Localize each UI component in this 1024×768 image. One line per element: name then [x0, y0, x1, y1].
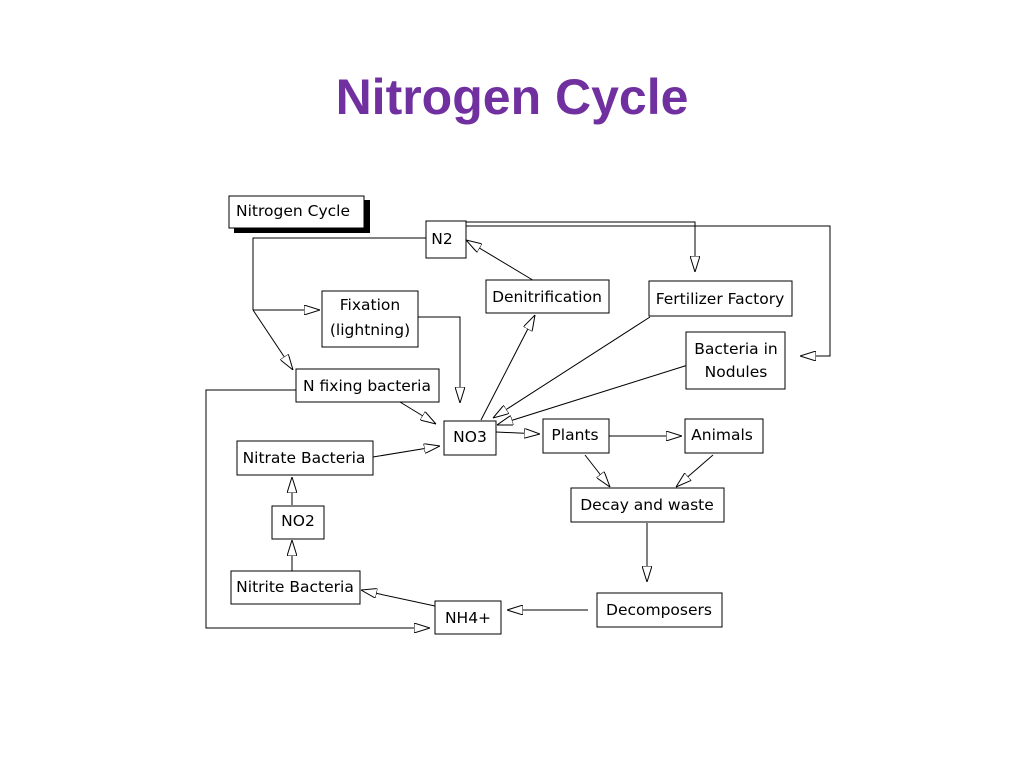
node-nh4-label: NH4+	[445, 609, 491, 627]
node-denitrification: Denitrification	[485, 279, 610, 314]
legend-box: Nitrogen Cycle	[228, 195, 370, 233]
page-title: Nitrogen Cycle	[335, 69, 689, 125]
connector-nitrate-to-no3	[372, 446, 440, 458]
connector-to-n-fixing	[252, 309, 293, 370]
node-n-fixing-bacteria: N fixing bacteria	[295, 368, 440, 403]
node-decay-label: Decay and waste	[580, 496, 714, 514]
node-bacteria-in-nodules: Bacteria in Nodules	[685, 331, 786, 390]
node-decomposers: Decomposers	[596, 592, 723, 628]
connector-plants-to-decay	[584, 454, 610, 487]
node-decomposers-label: Decomposers	[606, 601, 712, 619]
node-plants: Plants	[542, 418, 610, 454]
connectors	[205, 221, 831, 628]
connector-no3-to-denitrification	[480, 315, 535, 421]
node-fertilizer-factory: Fertilizer Factory	[648, 280, 793, 317]
node-n2: N2	[425, 220, 467, 259]
connector-no3-to-plants	[495, 432, 540, 434]
connector-n-fixing-to-no3	[399, 401, 436, 424]
connector-n2-trunk	[252, 237, 426, 310]
connector-n2-to-nodules	[466, 225, 831, 356]
connector-fixation-to-no3	[418, 316, 460, 403]
connector-fertilizer-to-no3	[493, 316, 651, 418]
connector-nh4-to-nitrite-bacteria	[361, 590, 436, 607]
node-nh4: NH4+	[434, 600, 502, 635]
node-no3: NO3	[443, 420, 497, 456]
node-no2: NO2	[271, 505, 325, 540]
connector-n-fixing-to-nh4	[205, 389, 430, 628]
connector-nodules-to-no3	[497, 364, 689, 425]
node-nitrate-bacteria: Nitrate Bacteria	[236, 440, 374, 476]
node-nitrate-bacteria-label: Nitrate Bacteria	[243, 449, 366, 467]
node-fixation: Fixation (lightning)	[321, 290, 419, 348]
node-no3-label: NO3	[453, 428, 487, 446]
node-nodules-label-line1: Bacteria in	[694, 340, 778, 358]
connector-animals-to-decay	[676, 454, 714, 487]
node-animals-label: Animals	[691, 426, 753, 444]
node-fertilizer-label: Fertilizer Factory	[656, 290, 785, 308]
node-decay-and-waste: Decay and waste	[570, 487, 725, 523]
legend-label: Nitrogen Cycle	[236, 202, 350, 220]
node-nodules-label-line2: Nodules	[705, 363, 768, 381]
node-n-fixing-label: N fixing bacteria	[303, 377, 431, 395]
node-fixation-label-line1: Fixation	[340, 296, 400, 314]
node-plants-label: Plants	[551, 426, 598, 444]
connector-denitrification-to-n2	[466, 240, 537, 283]
node-animals: Animals	[684, 418, 764, 454]
node-nitrite-bacteria-label: Nitrite Bacteria	[236, 578, 354, 596]
node-fixation-label-line2: (lightning)	[330, 321, 410, 339]
node-denitrification-label: Denitrification	[492, 288, 602, 306]
node-nitrite-bacteria: Nitrite Bacteria	[230, 570, 361, 605]
connector-n2-to-fertilizer	[466, 221, 695, 272]
node-no2-label: NO2	[281, 512, 315, 530]
node-n2-label: N2	[431, 230, 452, 248]
